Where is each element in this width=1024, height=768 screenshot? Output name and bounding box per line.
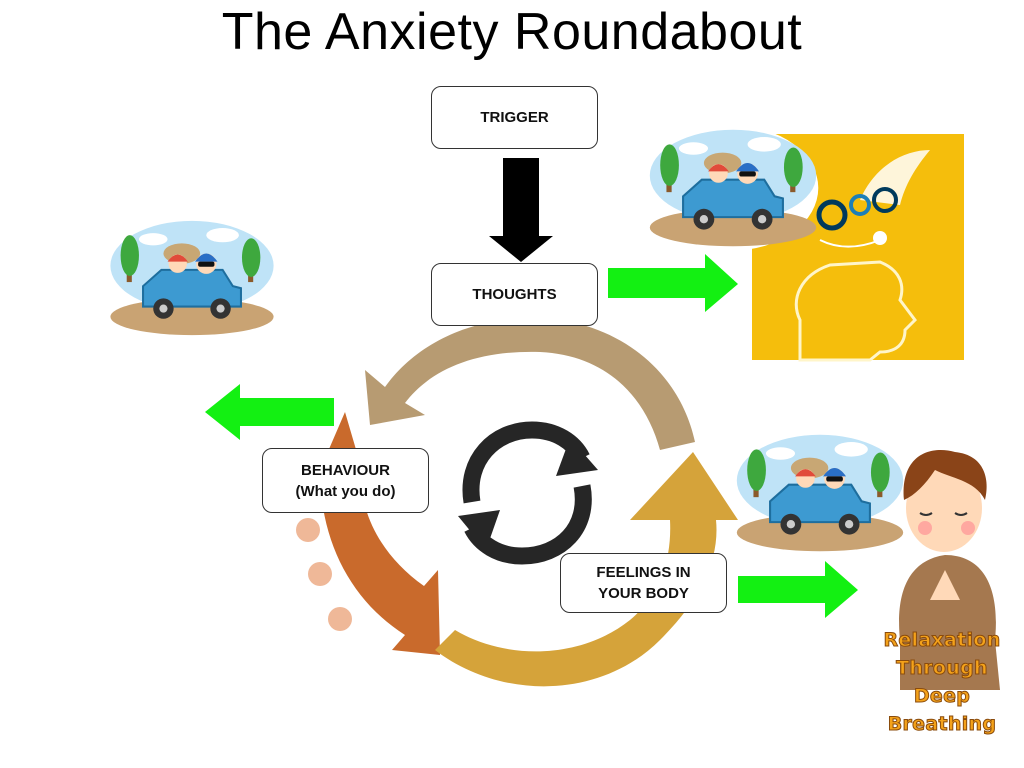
relaxation-caption: Relaxation Through Deep Breathing [862, 626, 1022, 738]
green-arrow-left-icon [205, 384, 334, 440]
car-picture [107, 215, 277, 341]
cycle-arc-thoughts-to-behaviour [365, 317, 695, 450]
dot-2 [308, 562, 332, 586]
feelings-box: FEELINGS IN YOUR BODY [560, 553, 727, 613]
refresh-cycle-icon [458, 421, 598, 565]
boy-picture [899, 449, 1000, 690]
behaviour-sublabel: (What you do) [295, 482, 396, 500]
car-picture [733, 429, 907, 557]
relaxation-caption-line2: Deep Breathing [887, 685, 997, 736]
trigger-box: TRIGGER [431, 86, 598, 149]
thoughts-box: THOUGHTS [431, 263, 598, 326]
behaviour-label: BEHAVIOUR [301, 461, 390, 479]
cycle-arc-feelings-to-thoughts [435, 452, 738, 687]
page-title: The Anxiety Roundabout [221, 3, 803, 61]
green-arrow-right-icon [608, 254, 738, 312]
relaxation-caption-line1: Relaxation Through [883, 629, 1001, 680]
trigger-label: TRIGGER [480, 109, 549, 126]
green-arrow-right-icon [738, 561, 858, 618]
dot-1 [296, 518, 320, 542]
car-picture [646, 124, 820, 252]
behaviour-box: BEHAVIOUR (What you do) [262, 448, 429, 513]
thoughts-label: THOUGHTS [472, 286, 557, 303]
feelings-label-line2: YOUR BODY [598, 585, 689, 602]
dot-3 [328, 607, 352, 631]
down-arrow-icon [489, 158, 553, 262]
feelings-label-line1: FEELINGS IN [596, 564, 691, 581]
